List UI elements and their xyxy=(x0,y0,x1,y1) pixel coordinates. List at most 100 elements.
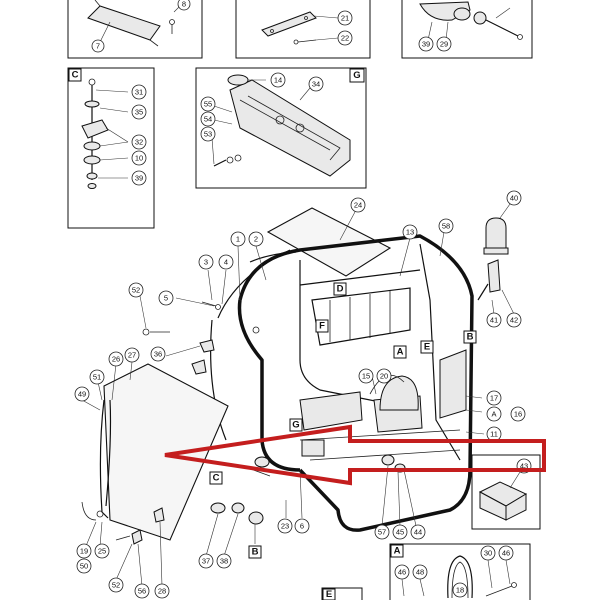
callout-54: 54 xyxy=(200,111,216,127)
view-letters: D F A E B A G C B xyxy=(209,282,502,559)
callout-label: 24 xyxy=(354,201,362,210)
callout-label: 29 xyxy=(440,40,448,49)
callout-56: 56 xyxy=(134,583,150,599)
callout-11: 11 xyxy=(486,426,502,442)
callout-label: 5 xyxy=(164,294,168,303)
letter-label: D xyxy=(337,284,344,295)
callout-label: 39 xyxy=(135,174,143,183)
cab-frame xyxy=(238,234,474,532)
beacon xyxy=(483,203,511,255)
callout-label: 52 xyxy=(112,581,120,590)
view-letter-B: B xyxy=(463,330,477,344)
inset-part-43: 43 xyxy=(471,454,541,530)
callout-5: 5 xyxy=(158,290,174,306)
callout-18: 18 xyxy=(452,582,468,598)
callout-8: 8 xyxy=(177,0,191,11)
callout-label: 49 xyxy=(78,390,86,399)
callout-22: 22 xyxy=(337,30,353,46)
letter-label: F xyxy=(319,321,325,332)
callout-label: 25 xyxy=(98,547,106,556)
side-glass xyxy=(103,363,229,541)
callout-36: 36 xyxy=(150,346,166,362)
callout-label: 34 xyxy=(312,80,320,89)
view-letter-F: F xyxy=(315,319,329,333)
callout-24: 24 xyxy=(350,197,366,213)
view-letter-G: G xyxy=(289,418,303,432)
callout-label: 7 xyxy=(96,42,100,51)
callout-7: 7 xyxy=(91,39,105,53)
view-letter-A2: A xyxy=(486,406,502,422)
callout-label: 2 xyxy=(254,235,258,244)
callout-15: 15 xyxy=(358,368,374,384)
callout-label: 1 xyxy=(236,235,240,244)
callout-27: 27 xyxy=(124,347,140,363)
callout-label: 45 xyxy=(396,528,404,537)
callout-label: 28 xyxy=(158,587,166,596)
callout-14: 14 xyxy=(270,72,286,88)
callout-label: 46 xyxy=(398,568,406,577)
callout-40: 40 xyxy=(506,190,522,206)
main-callouts: 1 2 24 13 58 40 3 4 52 5 36 26 27 51 49 … xyxy=(74,190,526,599)
callout-52: 52 xyxy=(128,282,144,298)
callout-39: 39 xyxy=(131,170,147,186)
callout-label: 20 xyxy=(380,372,388,381)
inset-G: G 14 34 55 54 53 xyxy=(195,67,367,189)
callout-label: 11 xyxy=(490,430,498,439)
view-letter-D: D xyxy=(333,282,347,296)
callout-label: 32 xyxy=(135,138,143,147)
callout-6: 6 xyxy=(294,518,310,534)
callout-39: 39 xyxy=(418,36,434,52)
callout-label: 19 xyxy=(80,547,88,556)
view-letter-B2: B xyxy=(248,545,262,559)
inset-letter: E xyxy=(326,589,332,600)
callout-label: 27 xyxy=(128,351,136,360)
callout-53: 53 xyxy=(200,126,216,142)
inset-top-mid: 21 22 xyxy=(235,0,371,59)
callout-50: 50 xyxy=(76,558,92,574)
callout-31: 31 xyxy=(131,84,147,100)
letter-label: A xyxy=(491,410,496,419)
callout-label: 58 xyxy=(442,222,450,231)
callout-label: 52 xyxy=(132,286,140,295)
callout-label: 22 xyxy=(341,34,349,43)
callout-25: 25 xyxy=(94,543,110,559)
view-letter-E: E xyxy=(420,340,434,354)
callout-44: 44 xyxy=(410,524,426,540)
callout-label: 14 xyxy=(274,76,282,85)
callout-label: 43 xyxy=(520,462,528,471)
callout-label: 55 xyxy=(204,100,212,109)
cab-assembly xyxy=(81,203,511,545)
callout-label: 38 xyxy=(220,557,228,566)
callout-label: 15 xyxy=(362,372,370,381)
callout-label: 18 xyxy=(456,586,464,595)
callout-42: 42 xyxy=(506,312,522,328)
callout-label: 54 xyxy=(204,115,212,124)
callout-37: 37 xyxy=(198,553,214,569)
callout-label: 36 xyxy=(154,350,162,359)
callout-48: 48 xyxy=(412,564,428,580)
callout-16: 16 xyxy=(510,406,526,422)
callout-23: 23 xyxy=(277,518,293,534)
callout-label: 17 xyxy=(490,394,498,403)
callout-label: 53 xyxy=(204,130,212,139)
callout-3: 3 xyxy=(198,254,214,270)
inset-top-right: 39 29 xyxy=(401,0,533,59)
callout-26: 26 xyxy=(108,351,124,367)
inset-A-bottom: A 30 46 46 48 18 xyxy=(389,543,531,600)
letter-label: B xyxy=(467,332,474,343)
main-leaders xyxy=(81,209,515,587)
callout-20: 20 xyxy=(376,368,392,384)
callout-label: 35 xyxy=(135,108,143,117)
callout-label: 39 xyxy=(422,40,430,49)
callout-label: 40 xyxy=(510,194,518,203)
callout-17: 17 xyxy=(486,390,502,406)
callout-label: 57 xyxy=(378,528,386,537)
callout-57: 57 xyxy=(374,524,390,540)
callout-label: 48 xyxy=(416,568,424,577)
inset-E-bottom: E xyxy=(321,587,363,600)
callout-label: 26 xyxy=(112,355,120,364)
letter-label: G xyxy=(292,420,299,431)
callout-34: 34 xyxy=(308,76,324,92)
inset-letter: A xyxy=(394,546,401,557)
